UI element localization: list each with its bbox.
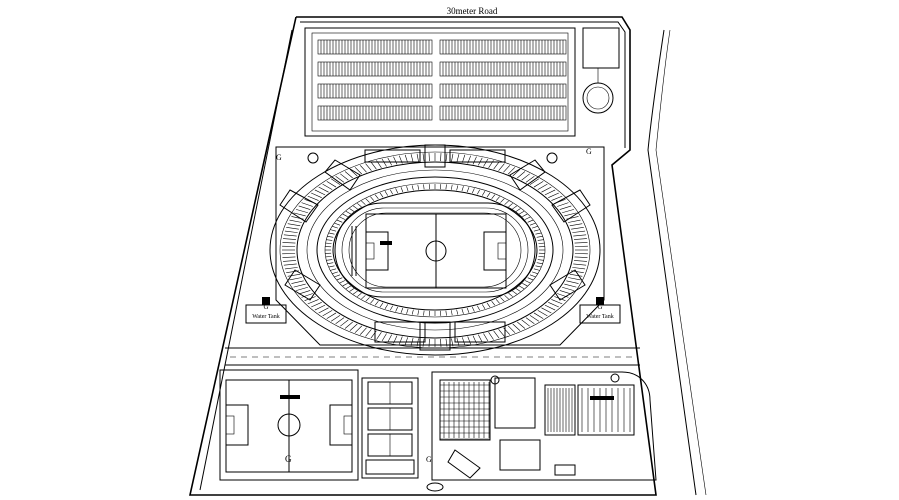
internal-road — [225, 347, 640, 366]
water-tank-right: Water Tank G — [579, 297, 621, 324]
water-tank-left-label: Water Tank — [252, 314, 279, 320]
water-tank-left: Water Tank G — [245, 297, 287, 324]
building-complex: G G — [276, 147, 657, 481]
site-boundary — [189, 16, 707, 496]
parking-area — [304, 27, 620, 137]
practice-pitch: G — [219, 369, 359, 481]
gate-mark-3: G — [285, 454, 292, 464]
bottom-gate — [426, 482, 444, 492]
gate-mark-4: G — [426, 455, 432, 464]
main-pitch — [351, 213, 507, 289]
gate-mark-5: G — [586, 147, 592, 156]
road-label: 30meter Road — [447, 6, 498, 16]
gate-mark-6: G — [276, 153, 282, 162]
gate-mark-1: G — [263, 303, 268, 311]
water-tank-right-label: Water Tank — [586, 314, 613, 320]
courts-block: G — [361, 377, 432, 479]
stadium-bowl — [269, 144, 605, 356]
gate-mark-2: G — [597, 303, 602, 311]
